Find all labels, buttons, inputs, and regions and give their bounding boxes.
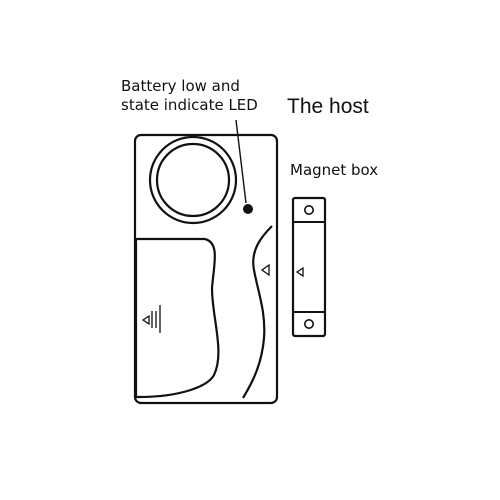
led-label-line-1: Battery low and [121,77,240,95]
magnet-box-label: Magnet box [290,161,379,179]
led-label-line-2: state indicate LED [121,96,258,114]
magnet-box-top-screw [303,205,314,216]
host-side-curve [242,225,273,399]
magnet-box-arrow-icon [295,266,304,278]
siren-inner-ring [155,142,231,218]
host-label: The host [287,95,369,118]
battery-cover [134,237,220,399]
battery-cover-arrow-icon [141,305,161,333]
magnet-box-body [291,196,327,338]
led-indicator [243,204,253,214]
led-leader-line [235,119,247,204]
magnet-box-bottom-screw [303,318,314,329]
siren-outer-ring [148,135,238,225]
host-side-arrow-icon [260,263,270,277]
